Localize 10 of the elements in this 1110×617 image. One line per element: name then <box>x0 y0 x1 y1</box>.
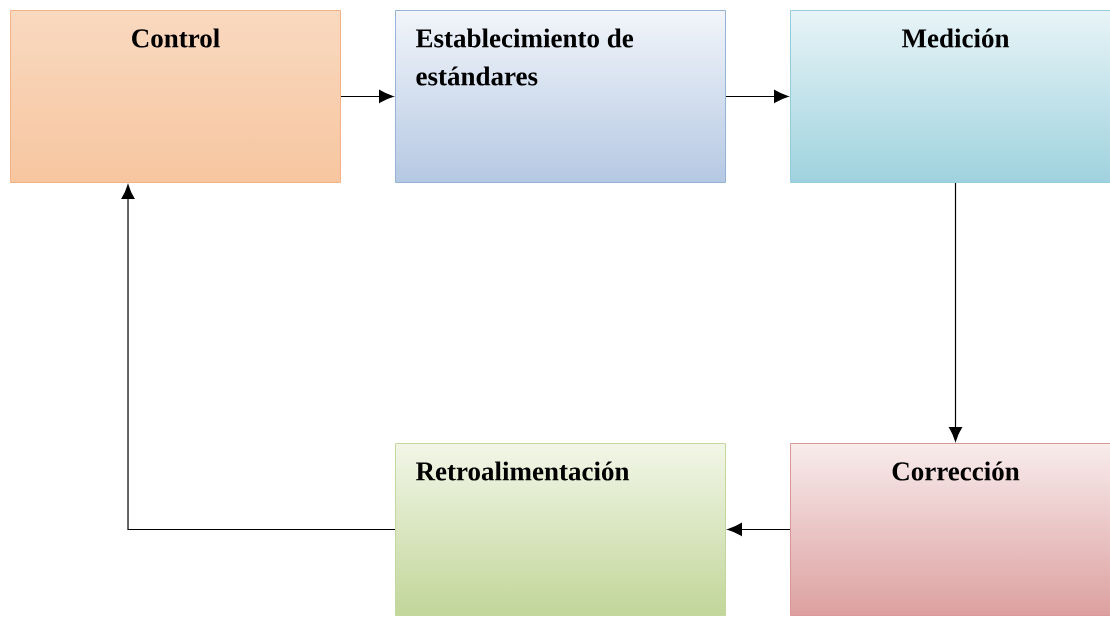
process-box: Retroalimentación <box>395 443 726 616</box>
arrow <box>340 90 394 103</box>
arrow <box>121 184 396 531</box>
arrow <box>949 182 962 442</box>
process-box: Corrección <box>790 443 1110 616</box>
process-box: Medición <box>790 10 1110 183</box>
process-box: Control <box>10 10 341 183</box>
arrow <box>727 523 791 536</box>
arrow <box>725 90 789 103</box>
process-box: Establecimiento de estándares <box>395 10 726 183</box>
